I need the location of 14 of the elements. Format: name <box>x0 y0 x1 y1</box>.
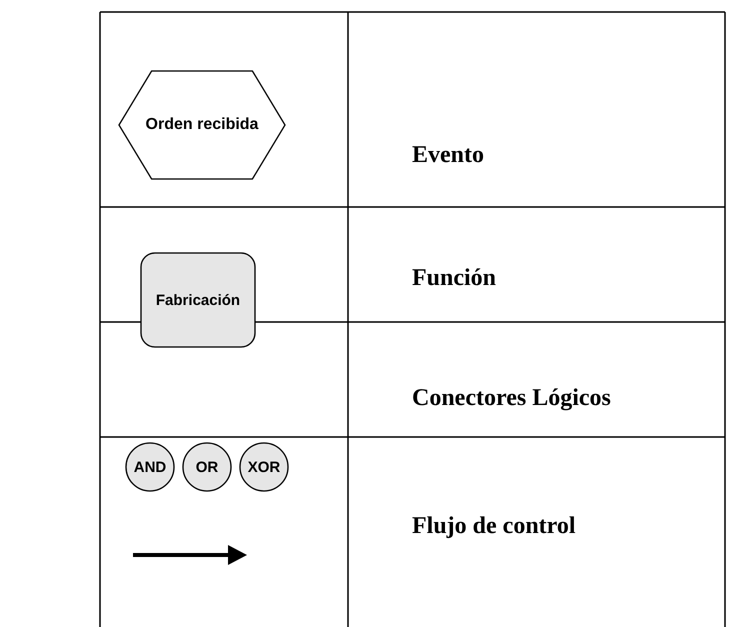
node-label: OR <box>196 458 218 476</box>
symbol-description: Flujo de control <box>412 513 576 540</box>
connector-circle <box>239 442 289 492</box>
symbol-description: Evento <box>412 142 484 169</box>
node-label: XOR <box>248 458 280 476</box>
connector-circle <box>125 442 175 492</box>
node-label: Fabricación <box>156 292 240 308</box>
node-label: Orden recibida <box>146 116 258 134</box>
function-box <box>140 252 256 348</box>
symbol-description: Conectores Lógicos <box>412 385 611 412</box>
symbol-description: Función <box>412 265 496 292</box>
event-hexagon <box>118 70 286 180</box>
connector-circle <box>182 442 232 492</box>
node-label: AND <box>134 458 166 476</box>
